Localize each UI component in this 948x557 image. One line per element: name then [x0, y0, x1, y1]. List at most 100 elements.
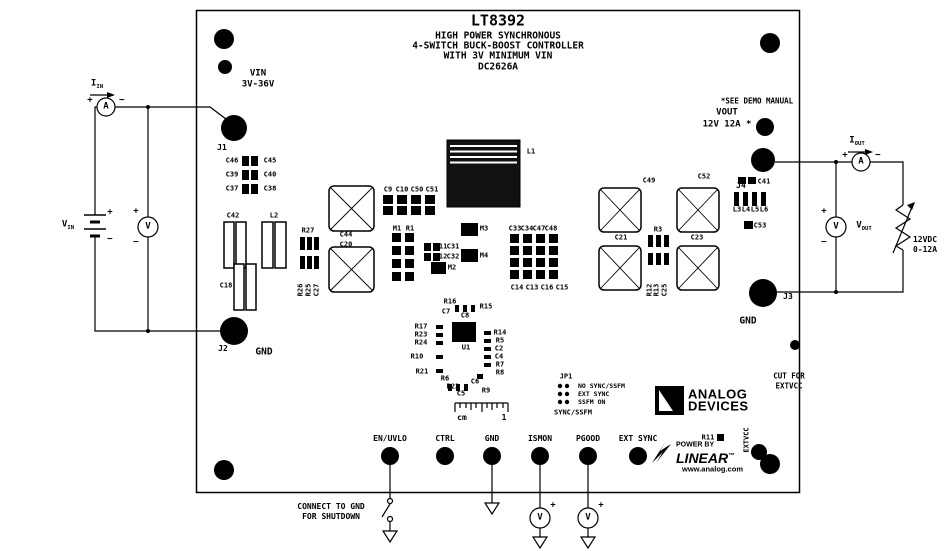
- ext-sync-pad: [629, 447, 647, 465]
- board-model: DC2626A: [477, 61, 519, 73]
- terminal-label-en-uvlo: EN/UVLO: [373, 434, 407, 443]
- component-label-c12: C12: [434, 252, 448, 261]
- component-label-c23: C23: [690, 233, 704, 242]
- cut-for-extvcc-note-1: CUT FOR: [773, 371, 805, 381]
- pgood-voltmeter-letter: V: [585, 512, 591, 523]
- j3-gnd-label: GND: [739, 315, 757, 327]
- component-label-c41: C41: [757, 177, 771, 186]
- component-label-l3: L3: [732, 205, 742, 214]
- component-label-c6: C6: [470, 377, 480, 386]
- component-label-r10: R10: [410, 352, 424, 361]
- vout-sub: OUT: [861, 226, 872, 233]
- power-by-label: POWER BY: [676, 441, 715, 449]
- component-label-r6: R6: [440, 374, 450, 383]
- component-label-c10: C10: [395, 185, 409, 194]
- j2-gnd-pad: [220, 317, 248, 345]
- component-label-c8: C8: [460, 311, 470, 320]
- gnd-pad: [483, 447, 501, 465]
- linear-logo-text: LINEAR™: [676, 451, 734, 465]
- iout-label: IOUT: [849, 136, 865, 147]
- shutdown-note-line-1: CONNECT TO GND: [297, 502, 365, 511]
- component-label-c33: C33: [508, 224, 522, 233]
- component-label-c21: C21: [614, 233, 628, 242]
- vout-terminal-spec: 12V 12A *: [702, 119, 752, 130]
- component-label-c2: C2: [494, 344, 504, 353]
- pgood-pad: [579, 447, 597, 465]
- vout-voltmeter-letter: V: [833, 221, 839, 232]
- component-label-r14: R14: [493, 328, 507, 337]
- component-label-c40: C40: [263, 170, 277, 179]
- component-label-c27: C27: [312, 283, 321, 297]
- component-label-c52: C52: [697, 172, 711, 181]
- scale-ruler: [454, 402, 509, 412]
- iout-minus-sign: −: [875, 150, 881, 161]
- vin-source-label: VIN: [62, 220, 74, 231]
- board-subtitle-1: HIGH POWER SYNCHRONOUS: [435, 30, 561, 42]
- vin-voltmeter-plus-sign: +: [133, 206, 139, 217]
- component-label-c34: C34: [520, 224, 534, 233]
- component-label-c15: C15: [555, 283, 569, 292]
- component-label-c18: C18: [219, 281, 233, 290]
- input-wiring: [94, 105, 227, 333]
- iout-base: I: [849, 135, 855, 146]
- j1-ref: J1: [217, 143, 227, 152]
- j4-ref: J4: [736, 181, 746, 190]
- board-subtitle-3: WITH 3V MINIMUM VIN: [443, 50, 553, 62]
- component-label-c53: C53: [753, 221, 767, 230]
- terminal-label-gnd: GND: [484, 434, 500, 443]
- extvcc-pad: [751, 444, 767, 460]
- load-rating-line-1: 12VDC: [912, 235, 938, 244]
- vin-voltmeter-circle: [137, 216, 159, 238]
- vin-voltmeter-minus-sign: −: [133, 237, 139, 248]
- jp1-function-label: SYNC/SSFM: [554, 408, 592, 417]
- terminal-label-ismon: ISMON: [527, 434, 553, 443]
- component-label-c42: C42: [226, 211, 240, 220]
- component-label-c14: C14: [510, 283, 524, 292]
- component-label-r22: R22: [446, 382, 460, 391]
- component-label-r8: R8: [495, 368, 505, 377]
- ismon-voltmeter-letter: V: [537, 512, 543, 523]
- component-label-r24: R24: [414, 338, 428, 347]
- component-label-c50: C50: [410, 185, 424, 194]
- output-wiring: [775, 160, 904, 294]
- iout-ammeter-letter: A: [858, 156, 864, 167]
- board-part-number: LT8392: [470, 11, 526, 30]
- component-label-c32: C32: [446, 252, 460, 261]
- terminal-pads: [220, 115, 777, 465]
- component-label-c45: C45: [263, 156, 277, 165]
- jp1-option-ext-sync: EXT SYNC: [578, 389, 610, 398]
- component-label-r1: R1: [405, 224, 415, 233]
- vout-meter-label: VOUT: [856, 221, 872, 232]
- ground-icon: [381, 530, 399, 544]
- ground-icon: [531, 536, 549, 550]
- linear-bolt-icon: [652, 441, 671, 463]
- component-label-c16: C16: [540, 283, 554, 292]
- j3-gnd-pad: [749, 279, 777, 307]
- battery-plus-sign: +: [107, 207, 113, 218]
- component-label-c39: C39: [225, 170, 239, 179]
- smd-components: [242, 156, 766, 441]
- outlined-capacitor-bodies: [223, 221, 287, 311]
- j2-gnd-label: GND: [255, 346, 273, 358]
- component-label-l4: L4: [741, 205, 751, 214]
- ground-icon: [483, 502, 501, 516]
- iin-arrow-icon: [90, 92, 115, 98]
- scale-unit-label: cm: [457, 413, 467, 422]
- component-label-l6: L6: [759, 205, 769, 214]
- shutdown-note-line-2: FOR SHUTDOWN: [302, 512, 360, 521]
- ismon-pad: [531, 447, 549, 465]
- linear-wordmark: LINEAR: [676, 450, 729, 466]
- component-label-c4: C4: [494, 352, 504, 361]
- component-label-r23: R23: [414, 330, 428, 339]
- component-label-r16: R16: [443, 297, 457, 306]
- vin-base: V: [61, 219, 68, 230]
- component-label-r26: R26: [296, 283, 305, 297]
- load-rating-line-2: 0-12A: [912, 245, 938, 254]
- component-label-r27: R27: [301, 226, 315, 235]
- terminal-label-ctrl: CTRL: [435, 434, 455, 443]
- component-label-c13: C13: [525, 283, 539, 292]
- scale-mark-label: 1: [501, 413, 507, 422]
- iout-arrow-icon: [848, 149, 873, 155]
